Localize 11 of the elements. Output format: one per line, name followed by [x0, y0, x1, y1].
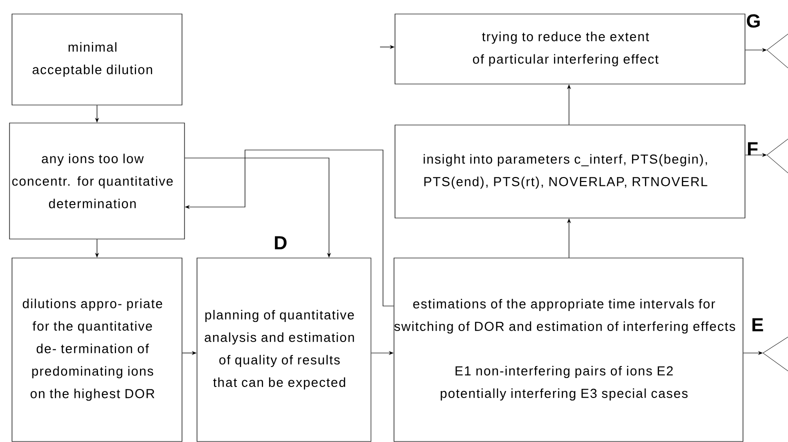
process-box: planning of quantitative analysis and estimation of quality of results that can be expected [196, 258, 372, 442]
section-letter: D [274, 236, 287, 250]
section-letter: E [752, 318, 764, 332]
process-box: trying to reduce the extent of particular interfering effect [394, 14, 746, 84]
process-box: any ions too low concentr. for quantitative determination [9, 122, 185, 240]
section-letter: G [746, 14, 760, 28]
process-box: minimal acceptable dilution [12, 14, 182, 106]
process-box: dilutions appro- priate for the quantitative de- termination of predominating ions on the highest DOR [12, 258, 182, 442]
process-box: insight into parameters c_interf, PTS(begin), PTS(end), PTS(rt), NOVERLAP, RTNOVERL [394, 124, 746, 218]
section-letter: F [748, 142, 758, 156]
process-box: estimations of the appropriate time intervals for switching of DOR and estimation of interfering effects E1 non-interfering pairs of ions E2 potentially interfering E3 special cases [394, 258, 744, 442]
